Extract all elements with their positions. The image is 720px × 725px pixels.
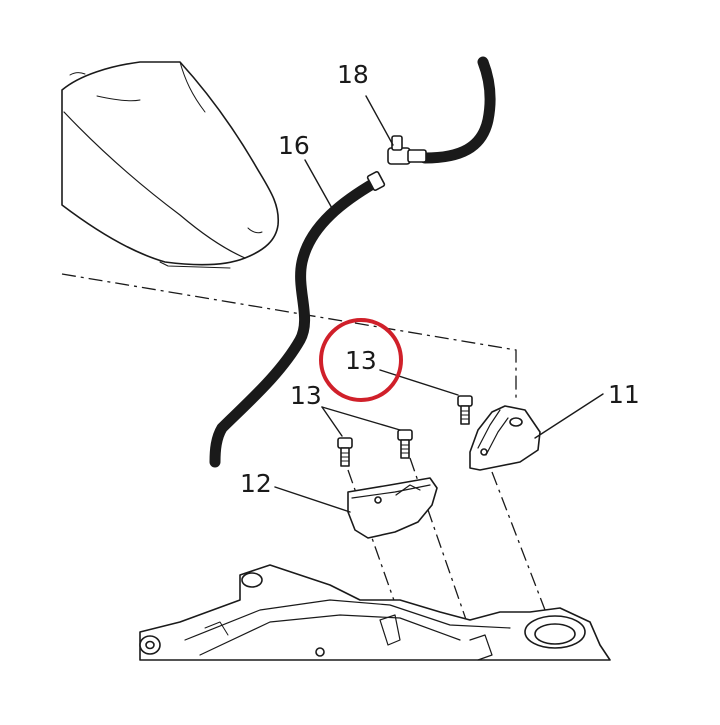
label-11: 11 [608,380,640,409]
label-13-pair: 13 [290,381,322,410]
label-12: 12 [240,469,272,498]
label-13-highlighted: 13 [345,346,377,375]
bolt-part-13-b [397,429,413,459]
bolt-part-13-highlighted [457,395,473,425]
bracket-part-11 [469,405,541,471]
bracket-part-12 [347,477,438,539]
highlight-circle [319,318,403,402]
tank-cover [61,61,280,269]
hose-part-16 [209,176,382,468]
label-18: 18 [337,60,369,89]
hose-upper [419,56,496,164]
bolt-part-13-a [337,437,353,467]
frame-assembly [139,564,611,661]
label-16: 16 [278,131,310,160]
leader-lines [274,95,604,513]
connector-part-18 [366,135,427,191]
